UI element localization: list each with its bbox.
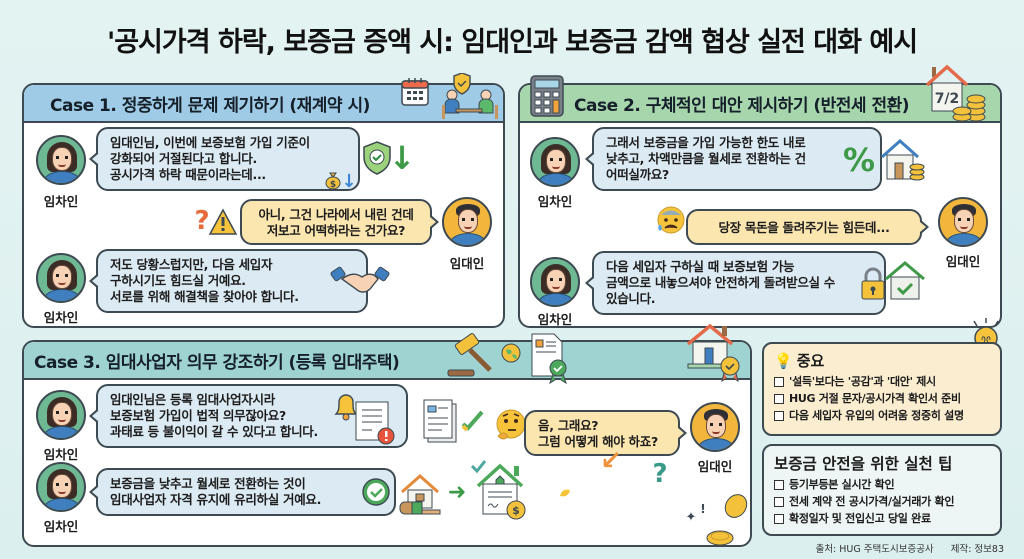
footer: 출처: HUG 주택도시보증공사 제작: 정보83 (816, 541, 1004, 555)
tenant-label: 임차인 (43, 310, 79, 325)
important-box: 💡 중요 '설득'보다는 '공감'과 '대안' 제시 HUG 거절 문자/공시가… (762, 342, 1002, 436)
gavel-icon (446, 332, 496, 378)
arrow-down-icon: ↓ (341, 170, 357, 192)
tenant-avatar (530, 137, 580, 187)
tenant-label: 임차인 (537, 194, 573, 209)
question-icon: ? (652, 459, 668, 489)
tenant-avatar (530, 257, 580, 307)
house-contract-icon: $ (470, 456, 530, 520)
tips-item[interactable]: 전세 계약 전 공시가격/실거래가 확인 (774, 493, 990, 510)
tenant-label: 임차인 (43, 194, 79, 209)
tenant-label: 임차인 (43, 519, 79, 534)
page-title: '공시가격 하락, 보증금 증액 시: 임대인과 보증금 감액 협상 실전 대화… (106, 27, 918, 58)
landlord-label: 임대인 (449, 256, 485, 271)
tenant-label: 임차인 (537, 312, 573, 327)
checkbox[interactable] (774, 479, 784, 490)
important-item[interactable]: '설득'보다는 '공감'과 '대안' 제시 (774, 373, 990, 390)
checkbox[interactable] (774, 496, 784, 507)
tenant-label: 임차인 (43, 447, 79, 462)
footer-credit: 제작: 정보83 (950, 544, 1004, 555)
handshake-icon (330, 261, 390, 297)
tips-item[interactable]: 확정일자 및 전입신고 당일 완료 (774, 510, 990, 527)
case1-message-2: 아니, 그건 나라에서 내린 건데 저보고 어떡하라는 건가요? (240, 199, 439, 245)
sparkle-icon: ✦ (685, 509, 697, 525)
checkbox[interactable] (774, 376, 784, 387)
thinking-face-icon (494, 408, 528, 442)
percent-icon: % (842, 141, 876, 179)
meeting-icon (440, 73, 500, 123)
important-item[interactable]: 다음 세입자 유입의 어려움 정중히 설명 (774, 407, 990, 424)
question-icon: ? (194, 206, 210, 236)
warning-icon (208, 207, 238, 237)
coin-icon (558, 486, 572, 500)
case3-panel: Case 3. 임대사업자 의무 강조하기 (등록 임대주택) 임차인 임대인님… (22, 323, 752, 548)
case2-message-3: 다음 세입자 구하실 때 보증보험 가능 금액으로 내놓으셔야 안전하게 돌려받… (585, 251, 886, 315)
arrow-down-icon: ↓ (388, 139, 416, 177)
house-half-icon: 7/2 (924, 63, 970, 115)
svg-text:$: $ (512, 504, 520, 517)
arrow-right-icon: ➜ (447, 479, 467, 505)
tips-box: 보증금 안전을 위한 실천 팁 등기부등본 실시간 확인 전세 계약 전 공시가… (762, 444, 1002, 536)
landlord-avatar (938, 197, 988, 247)
tenant-avatar (36, 253, 86, 303)
important-title: 💡 중요 (774, 351, 825, 371)
tenant-avatar (36, 462, 86, 512)
tips-item[interactable]: 등기부등본 실시간 확인 (774, 476, 990, 493)
money-bag-icon: $ (324, 170, 342, 190)
check-icon (460, 408, 486, 434)
case2-header: Case 2. 구체적인 대안 제시하기 (반전세 전환) (520, 85, 1000, 123)
tips-title: 보증금 안전을 위한 실천 팁 (774, 455, 953, 473)
case2-message-1: 그래서 보증금을 가입 가능한 한도 내로 낮추고, 차액만큼을 월세로 전환하… (585, 127, 882, 191)
svg-text:$: $ (330, 180, 336, 190)
case2-panel: Case 2. 구체적인 대안 제시하기 (반전세 전환) 7/2 임차인 그래… (518, 64, 1002, 328)
case1-header: Case 1. 정중하게 문제 제기하기 (재계약 시) (24, 85, 503, 123)
shield-check-icon (362, 141, 392, 175)
case3-header: Case 3. 임대사업자 의무 강조하기 (등록 임대주택) (24, 342, 750, 380)
house-check-icon (884, 261, 926, 301)
important-item[interactable]: HUG 거절 문자/공시가격 확인서 준비 (774, 390, 990, 407)
document-alert-icon (354, 398, 396, 446)
footer-source: 출처: HUG 주택도시보증공사 (815, 544, 934, 555)
svg-text:7/2: 7/2 (935, 91, 960, 107)
checkbox[interactable] (774, 513, 784, 524)
tenant-avatar (36, 135, 86, 185)
case1-message-3: 저도 당황스럽지만, 다음 세입자 구하시기도 힘드실 거예요. 서로를 위해 … (89, 249, 368, 313)
calculator-icon (530, 75, 564, 117)
landlord-label: 임대인 (945, 254, 981, 269)
globe-icon (500, 342, 522, 364)
anxious-face-icon (656, 205, 686, 235)
lightbulb-icon: 💡 (774, 351, 793, 370)
bell-icon (330, 390, 362, 422)
calendar-icon (400, 77, 430, 107)
landlord-avatar (442, 197, 492, 247)
landlord-avatar (690, 402, 740, 452)
tenant-avatar (36, 390, 86, 440)
house-badge-icon (684, 322, 744, 382)
checkbox[interactable] (774, 410, 784, 421)
case3-message-3: 보증금을 낮추고 월세로 전환하는 것이 임대사업자 자격 유지에 유리하실 거… (89, 468, 396, 516)
certificate-icon (530, 332, 572, 384)
exclamation-icon: ! (700, 502, 706, 516)
case1-panel: Case 1. 정중하게 문제 제기하기 (재계약 시) 임차인 임대인님, 이… (22, 73, 505, 328)
case3-message-2: 음, 그래요? 그럼 어떻게 해야 하죠? (524, 410, 687, 456)
coins-icon (704, 492, 750, 548)
landlord-label: 임대인 (697, 459, 733, 474)
case1-message-1: 임대인님, 이번에 보증보험 가입 기준이 강화되어 거절된다고 합니다. 공시… (89, 127, 360, 191)
house-coins-icon (398, 472, 442, 516)
house-coins-icon (880, 137, 926, 183)
documents-icon (422, 398, 458, 446)
checkbox[interactable] (774, 393, 784, 404)
case2-message-2: 당장 목돈을 돌려주기는 힘든데... (686, 209, 929, 245)
check-circle-icon (360, 476, 392, 508)
padlock-icon (860, 267, 886, 301)
coins-icon (952, 87, 986, 123)
arrow-curve-icon: ↙ (600, 446, 622, 476)
